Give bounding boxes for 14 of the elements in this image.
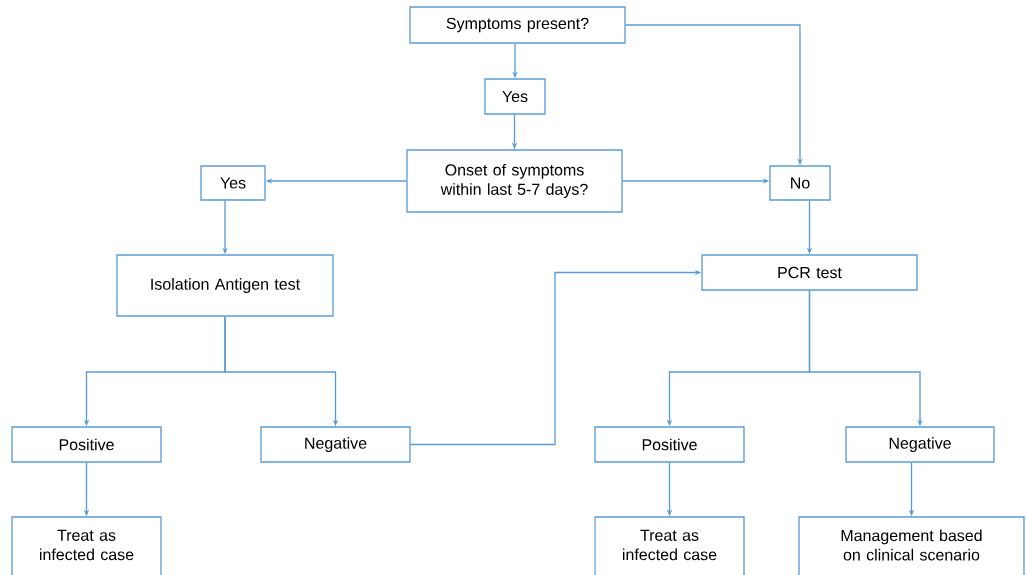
process-box: Yes bbox=[200, 165, 266, 201]
process-box: Treat as infected case bbox=[594, 516, 745, 575]
process-box: PCR test bbox=[701, 254, 918, 291]
process-box: Yes bbox=[484, 78, 546, 115]
process-box: Negative bbox=[260, 426, 411, 463]
process-box: No bbox=[769, 165, 831, 201]
process-box: Positive bbox=[594, 426, 745, 463]
process-box: Isolation Antigen test bbox=[116, 254, 334, 317]
process-box: Symptoms present? bbox=[409, 6, 626, 44]
process-box: Onset of symptoms within last 5-7 days? bbox=[406, 149, 623, 213]
process-box: Treat as infected case bbox=[11, 516, 162, 575]
process-box: Management based on clinical scenario bbox=[798, 516, 1025, 575]
process-box: Negative bbox=[845, 426, 995, 463]
process-box: Positive bbox=[11, 426, 162, 463]
